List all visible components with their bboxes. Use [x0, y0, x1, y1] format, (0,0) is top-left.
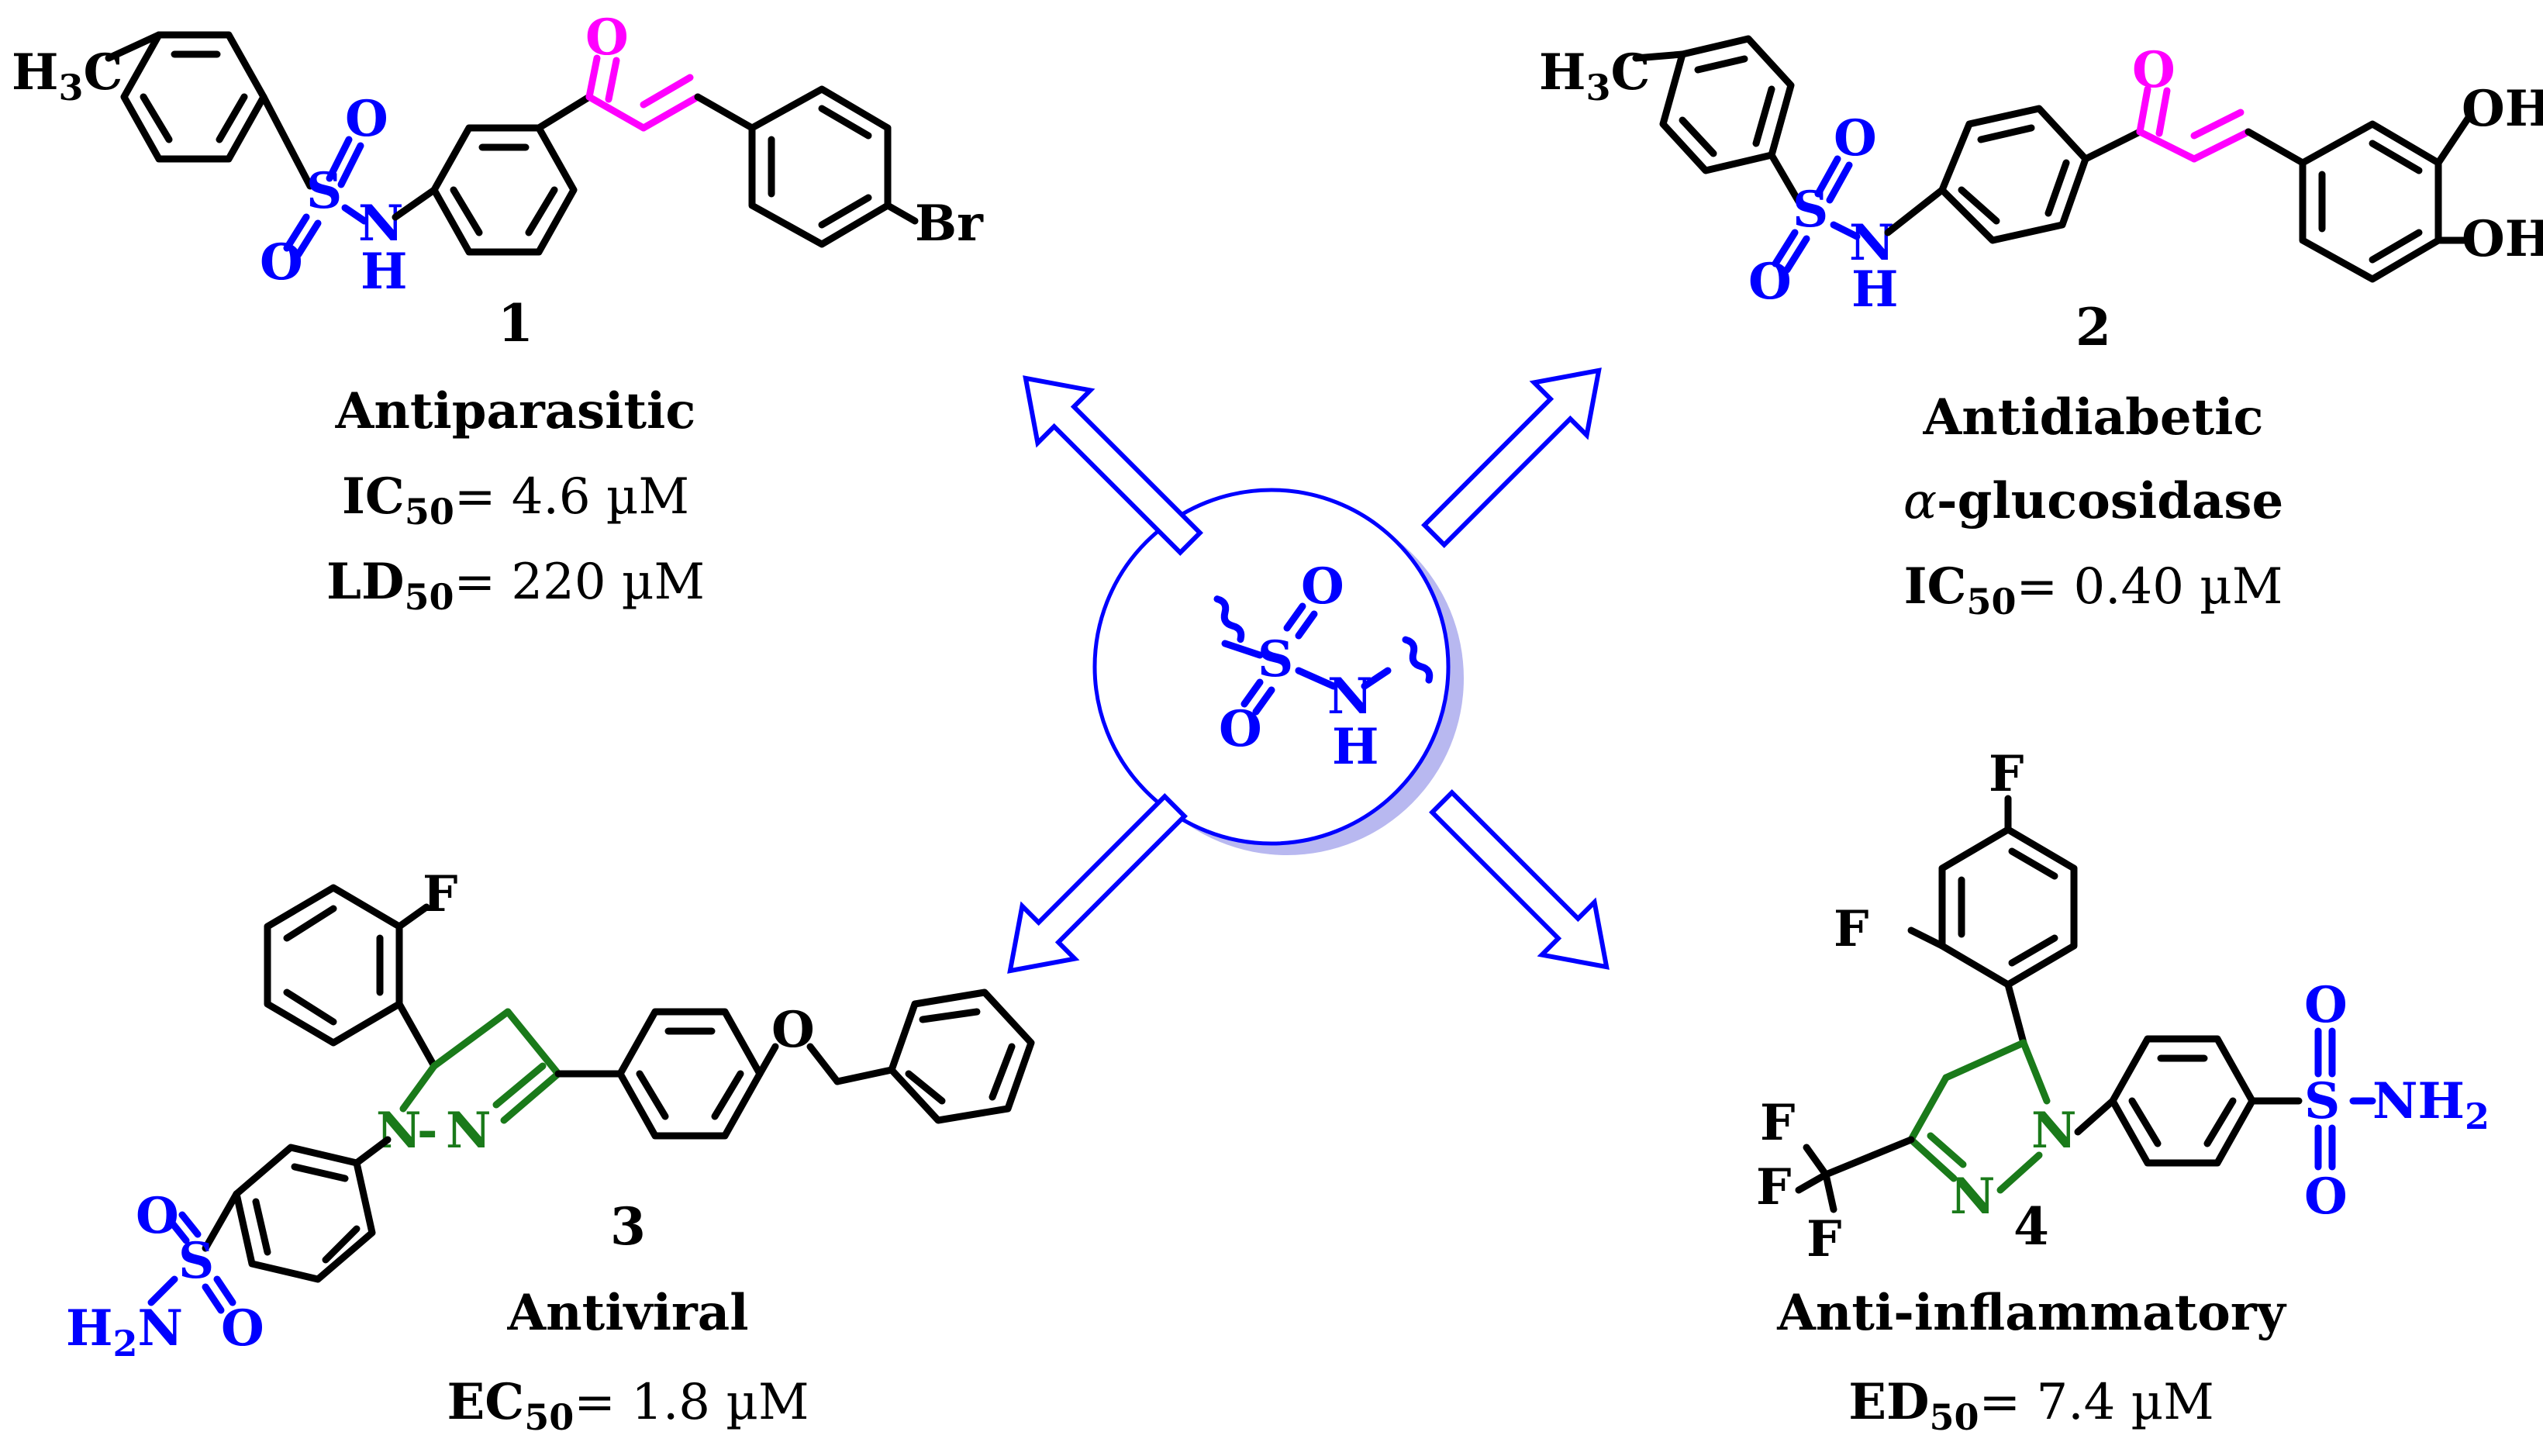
bond-s-n: [1295, 667, 1337, 690]
compound-2-structure: H3C S O O N H O OH OH: [1539, 35, 2543, 319]
compound-1-structure: H3C S O O N H O: [12, 9, 984, 301]
svg-text:N: N: [376, 1102, 422, 1160]
arrow-to-compound-4: [1429, 789, 1610, 970]
compound-1-activity: Antiparasitic: [335, 382, 696, 440]
svg-text:N: N: [2031, 1102, 2077, 1160]
compound-4-activity: Anti-inflammatory: [1776, 1284, 2286, 1342]
compound-4-metric-1: ED50= 7.4 µM: [1848, 1373, 2214, 1438]
c1-ring-a: [120, 31, 267, 163]
bond-n-right: [1361, 667, 1392, 690]
svg-text:F: F: [1806, 1210, 1841, 1268]
compound-4-structure: F F N N S O O NH2: [1756, 745, 2490, 1268]
compound-2-activity: Antidiabetic: [1923, 388, 2264, 447]
svg-text:O: O: [345, 90, 388, 148]
center-n: N: [1327, 668, 1373, 726]
svg-text:OH: OH: [2462, 210, 2543, 268]
compound-2-number: 2: [2075, 297, 2111, 357]
svg-text:N: N: [1849, 214, 1895, 272]
svg-text:O: O: [1748, 253, 1792, 311]
svg-text:H3C: H3C: [1539, 43, 1650, 109]
svg-text:F: F: [1756, 1158, 1791, 1216]
arrow-to-compound-2: [1421, 367, 1602, 548]
svg-text:S: S: [1793, 181, 1828, 239]
svg-text:NH2: NH2: [2372, 1072, 2490, 1137]
svg-text:O: O: [2304, 976, 2348, 1034]
svg-text:O: O: [260, 233, 303, 292]
bond-left-s: [1221, 640, 1264, 659]
svg-text:O: O: [136, 1187, 179, 1245]
center-o-bottom: O: [1219, 700, 1262, 758]
svg-text:O: O: [585, 9, 629, 67]
svg-text:O: O: [2304, 1168, 2348, 1226]
compound-1-number: 1: [498, 293, 533, 354]
bond-s-o-top: [1283, 602, 1306, 632]
svg-text:H: H: [361, 243, 407, 301]
compound-1-metric-2: LD50= 220 µM: [326, 553, 705, 618]
svg-text:S: S: [178, 1232, 214, 1290]
svg-text:H: H: [1851, 260, 1898, 319]
svg-text:F: F: [1989, 745, 2024, 803]
bond-s-o-bottom-2: [1252, 686, 1275, 716]
center-o-top: O: [1301, 557, 1344, 616]
c1-ring-b: [430, 124, 578, 256]
svg-text:N: N: [1950, 1168, 1996, 1226]
svg-text:Br: Br: [915, 195, 984, 253]
svg-text:N: N: [358, 195, 404, 253]
c2-ring-a: [1659, 35, 1795, 174]
svg-text:OH: OH: [2462, 80, 2543, 138]
arrow-to-compound-3: [1007, 793, 1188, 974]
compound-3-activity: Antiviral: [506, 1284, 748, 1342]
svg-text:O: O: [771, 1001, 815, 1059]
svg-text:O: O: [221, 1299, 264, 1358]
compound-4-number: 4: [2013, 1196, 2049, 1257]
svg-text:F: F: [423, 865, 457, 923]
c3-ring-sulfonylphenyl: [233, 1144, 376, 1283]
compound-3-structure: F N - N O S: [66, 865, 1035, 1365]
center-s: S: [1258, 630, 1293, 688]
compound-1-metric-1: IC50= 4.6 µM: [342, 468, 689, 533]
central-sulfonamide-motif: O S O N H: [1092, 488, 1464, 855]
wavy-bond-left: [1213, 595, 1245, 643]
compound-3-number: 3: [610, 1196, 646, 1257]
svg-text:S: S: [306, 162, 342, 220]
compound-2-activity-line-2: α-glucosidase: [1903, 472, 2283, 530]
svg-text:O: O: [1834, 109, 1877, 167]
arrow-to-compound-1: [1023, 375, 1203, 556]
svg-text:F: F: [1834, 900, 1868, 958]
wavy-bond-right: [1402, 636, 1434, 684]
c3-ring-benzyl: [888, 988, 1035, 1124]
compound-3-metric-1: EC50= 1.8 µM: [447, 1373, 809, 1438]
svg-text:H2N: H2N: [66, 1299, 183, 1365]
center-circle: [1092, 488, 1451, 846]
svg-text:O: O: [2132, 41, 2176, 99]
bond-s-o-top-2: [1295, 610, 1318, 640]
svg-text:N: N: [446, 1102, 492, 1160]
center-h: H: [1332, 718, 1378, 776]
svg-text:F: F: [1760, 1094, 1795, 1152]
compound-2-metric-1: IC50= 0.40 µM: [1904, 557, 2283, 623]
bond-s-o-bottom: [1240, 678, 1264, 708]
c1-methyl-label: H3C: [12, 43, 122, 109]
svg-text:-: -: [417, 1102, 438, 1160]
svg-text:S: S: [2304, 1072, 2340, 1130]
